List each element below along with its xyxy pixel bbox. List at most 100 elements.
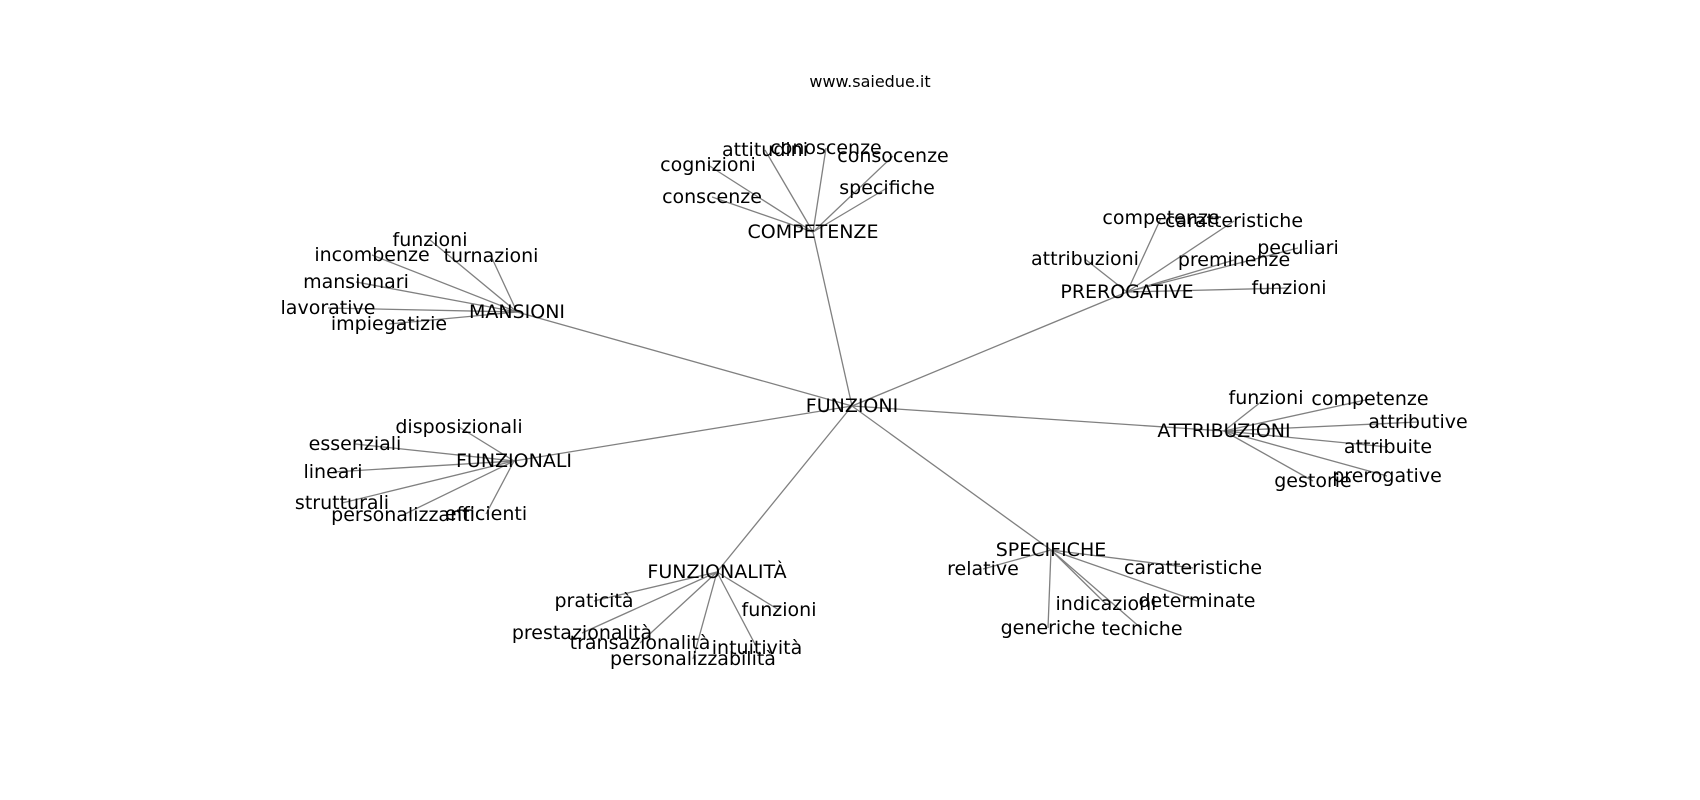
node-leaf-specifiche-generiche: generiche [1001,617,1096,639]
node-leaf-attribuzioni-funzioni: funzioni [1229,387,1304,409]
edge-root-funzionalita [716,405,853,573]
edge-attribuzioni-competenze [1223,398,1371,432]
node-leaf-specifiche-relative: relative [947,558,1019,580]
graph-labels: FUNZIONI COMPETENZE PREROGATIVE MANSIONI ATT… [281,137,1468,670]
node-leaf-funzionali-essenziali: essenziali [309,433,402,455]
node-leaf-funzionali-lineari: lineari [303,461,362,483]
node-leaf-specifiche-determinate: determinate [1139,590,1256,612]
edge-attribuzioni-prerogative [1223,430,1388,477]
edge-attribuzioni-attributive [1223,421,1419,432]
node-leaf-mansioni-funzioni: funzioni [393,229,468,251]
edge-funzionali-personalizzanti [402,460,515,516]
edge-root-mansioni [516,311,853,407]
edge-competenze-conscenze [711,196,814,233]
node-leaf-prerogative-competenze: competenze [1102,207,1219,229]
node-leaf-funzionalita-personalizzabilita: personalizzabilità [610,648,776,670]
node-leaf-attribuzioni-attributive: attributive [1368,411,1467,433]
node-leaf-competenze-specifiche: specifiche [839,177,935,199]
edge-mansioni-funzioni [429,239,518,313]
node-leaf-funzionalita-praticita: praticità [554,590,633,612]
edge-prerogative-competenze [1126,217,1162,293]
node-hub-prerogative: PREROGATIVE [1060,281,1193,303]
edge-funzionalita-intuitivita [716,571,758,649]
edge-specifiche-caratteristiche [1050,549,1194,569]
node-leaf-competenze-attitudini: attitudini [722,139,808,161]
edge-funzionali-efficienti [485,460,515,515]
node-hub-competenze: COMPETENZE [748,221,879,243]
edge-mansioni-impiegatizie [388,311,518,325]
edge-funzionali-disposizionali [458,426,515,462]
node-leaf-mansioni-lavorative: lavorative [281,297,376,319]
node-leaf-funzionalita-transazionalita: transazionalità [570,632,711,654]
node-leaf-competenze-consocenze: consocenze [837,145,948,167]
edge-root-competenze [812,231,853,407]
edge-specifiche-relative [982,549,1052,570]
node-leaf-prerogative-funzioni: funzioni [1252,277,1327,299]
node-hub-funzionalita: FUNZIONALITÀ [647,560,786,583]
edge-competenze-specifiche [812,187,888,233]
edge-specifiche-generiche [1047,549,1052,629]
node-leaf-prerogative-preminenze: preminenze [1178,249,1290,271]
node-leaf-funzionali-strutturali: strutturali [295,492,389,514]
node-leaf-funzionali-disposizionali: disposizionali [395,416,522,438]
node-root: FUNZIONI [806,395,898,417]
edge-specifiche-indicazioni [1050,549,1107,605]
node-hub-attribuzioni: ATTRIBUZIONI [1157,420,1290,442]
edge-competenze-conoscenze [812,147,827,233]
node-hub-funzionali: FUNZIONALI [456,450,572,472]
edge-prerogative-funzioni [1126,287,1290,293]
edge-mansioni-lavorative [327,307,518,313]
edge-mansioni-mansionari [355,281,518,313]
edge-mansioni-turnazioni [490,255,518,313]
site-url-title: www.saiedue.it [809,72,931,91]
edge-competenze-consocenze [812,155,894,233]
edge-root-specifiche [851,405,1052,551]
node-leaf-attribuzioni-gestorie: gestorie [1274,470,1352,492]
node-leaf-funzionali-personalizzanti: personalizzanti [331,504,475,526]
node-leaf-mansioni-mansionari: mansionari [303,271,409,293]
node-leaf-specifiche-tecniche: tecniche [1101,618,1182,640]
node-leaf-funzionalita-prestazionalita: prestazionalità [512,622,652,644]
edge-competenze-cognizioni [707,164,814,233]
node-leaf-specifiche-caratteristiche: caratteristiche [1124,557,1262,579]
edge-funzionalita-transazionalita [639,571,718,644]
edge-root-funzionali [513,405,853,462]
edge-prerogative-preminenze [1126,259,1235,293]
edge-root-prerogative [851,291,1128,407]
node-leaf-competenze-conoscenze: conoscenze [770,137,881,159]
edge-funzionalita-personalizzabilita [692,571,718,660]
node-hub-mansioni: MANSIONI [469,301,565,323]
node-leaf-prerogative-attribuzioni: attribuzioni [1031,248,1139,270]
node-leaf-prerogative-peculiari: peculiari [1257,237,1339,259]
edge-funzionali-strutturali [341,460,515,504]
edge-specifiche-determinate [1050,549,1198,602]
edge-funzionali-lineari [332,460,515,473]
node-leaf-competenze-cognizioni: cognizioni [660,154,756,176]
edge-mansioni-incombenze [371,254,518,313]
edge-prerogative-attribuzioni [1084,258,1128,293]
node-leaf-funzionalita-intuitivita: intuitività [712,637,802,659]
edge-funzionalita-prestazionalita [581,571,718,634]
node-leaf-attribuzioni-attribuite: attribuite [1344,436,1432,458]
node-hub-specifiche: SPECIFICHE [996,539,1106,561]
node-leaf-competenze-conscenze: conscenze [662,186,762,208]
node-leaf-mansioni-incombenze: incombenze [314,244,429,266]
edge-funzionali-essenziali [354,443,515,462]
edge-prerogative-peculiari [1126,247,1299,293]
edge-competenze-attitudini [764,149,814,233]
node-leaf-attribuzioni-prerogative: prerogative [1332,465,1442,487]
edge-funzionalita-praticita [593,571,718,602]
edge-attribuzioni-funzioni [1223,397,1267,432]
graph-edges [327,147,1419,660]
node-leaf-specifiche-indicazioni: indicazioni [1056,593,1157,615]
node-leaf-mansioni-turnazioni: turnazioni [444,245,539,267]
edge-specifiche-tecniche [1050,549,1143,630]
node-leaf-attribuzioni-competenze: competenze [1311,388,1428,410]
edge-funzionalita-funzioni [716,571,780,611]
edge-root-attribuzioni [851,405,1225,432]
node-leaf-mansioni-impiegatizie: impiegatizie [331,313,447,335]
edge-attribuzioni-gestorie [1223,430,1314,482]
node-leaf-funzionalita-funzioni: funzioni [742,599,817,621]
node-leaf-prerogative-caratteristiche: caratteristiche [1165,210,1303,232]
